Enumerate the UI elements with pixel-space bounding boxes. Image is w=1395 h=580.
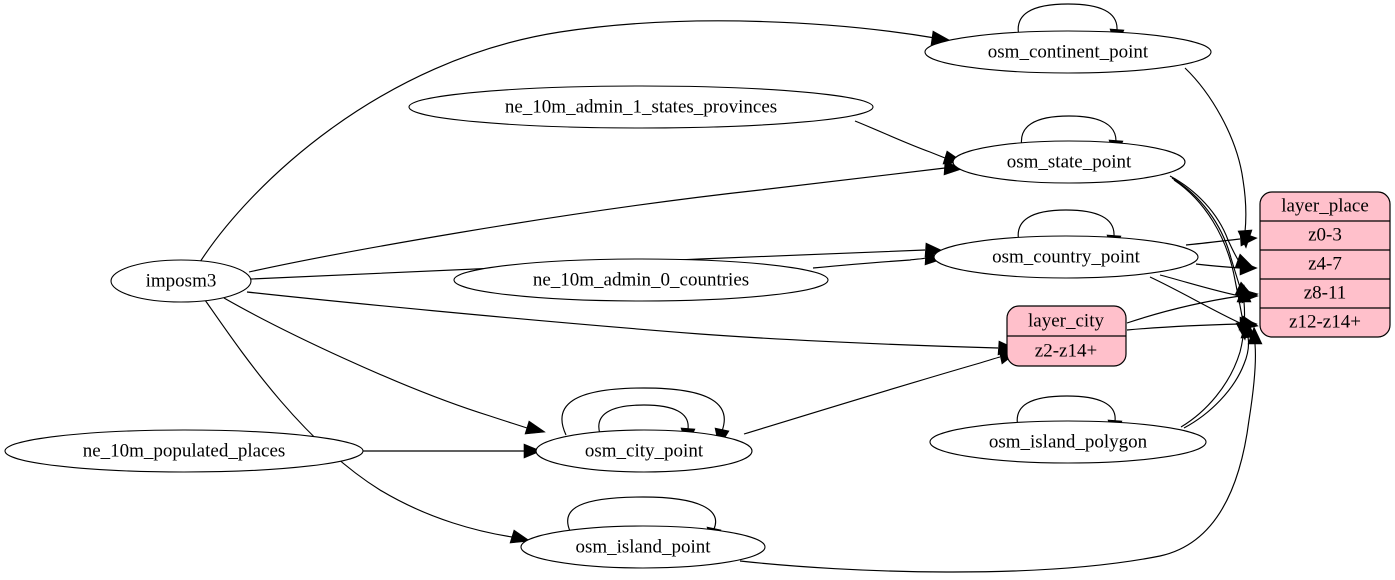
- edge-layer-city-to-layer-place-z12-z14: [1126, 323, 1241, 331]
- edge-osm-state-point-to-layer-place-z8-11: [1171, 177, 1243, 294]
- edge-osm-city-point-to-layer-city: [743, 356, 1001, 435]
- node-shape-ellipse[interactable]: [929, 420, 1207, 464]
- arrowhead: [509, 529, 531, 544]
- node-layer: imposm3 ne_10m_admin_1_states_provinces …: [4, 30, 1212, 569]
- node-osm-island-polygon[interactable]: osm_island_polygon: [929, 420, 1207, 464]
- arrowhead: [1247, 326, 1263, 345]
- arrowhead: [1239, 231, 1258, 247]
- self-loop-osm-country-point: [1017, 209, 1115, 243]
- edge-layer-city-to-layer-place-z8-11: [1126, 295, 1241, 324]
- edge-ne-states-to-osm-state-point: [854, 120, 946, 159]
- node-osm-country-point[interactable]: osm_country_point: [933, 235, 1199, 279]
- node-layer-city[interactable]: layer_city z2-z14+: [1006, 305, 1127, 367]
- edge-osm-country-point-to-layer-place-z0-3: [1185, 238, 1241, 246]
- node-shape-ellipse[interactable]: [952, 140, 1186, 184]
- self-loop-osm-city-point-inner: [598, 404, 689, 435]
- node-ne-10m-admin-1-states-provinces[interactable]: ne_10m_admin_1_states_provinces: [408, 85, 874, 129]
- edge-ne-countries-to-osm-country-point: [812, 257, 927, 269]
- layer-place-box[interactable]: [1259, 191, 1391, 338]
- node-shape-ellipse[interactable]: [520, 525, 766, 569]
- node-layer-place[interactable]: layer_place z0-3 z4-7 z8-11 z12-z14+: [1259, 191, 1391, 338]
- edge-imposm3-to-osm-continent-point: [199, 20, 936, 263]
- self-loop-osm-island-polygon: [1016, 395, 1116, 428]
- node-shape-ellipse[interactable]: [453, 258, 829, 302]
- edge-osm-country-point-to-layer-place-z8-11: [1159, 274, 1241, 297]
- node-osm-city-point[interactable]: osm_city_point: [535, 429, 753, 473]
- node-ne-10m-populated-places[interactable]: ne_10m_populated_places: [4, 429, 364, 473]
- edge-osm-island-polygon-to-layer-place-z8-11: [1180, 301, 1246, 428]
- edge-imposm3-to-layer-city: [246, 291, 999, 349]
- node-ne-10m-admin-0-countries[interactable]: ne_10m_admin_0_countries: [453, 258, 829, 302]
- node-shape-ellipse[interactable]: [110, 259, 252, 303]
- node-imposm3[interactable]: imposm3: [110, 259, 252, 303]
- node-shape-ellipse[interactable]: [4, 429, 364, 473]
- self-loop-osm-state-point: [1020, 115, 1117, 148]
- edge-osm-island-polygon-to-layer-place-z12-z14: [1183, 336, 1250, 429]
- record-node-layer: layer_city z2-z14+ layer_place z0-3 z4-7…: [1006, 191, 1391, 367]
- arrowhead: [524, 420, 546, 435]
- node-osm-island-point[interactable]: osm_island_point: [520, 525, 766, 569]
- edge-osm-country-point-to-layer-place-z12-z14: [1149, 276, 1241, 324]
- node-shape-ellipse[interactable]: [408, 85, 874, 129]
- node-shape-ellipse[interactable]: [924, 30, 1212, 74]
- self-loop-osm-island-point: [567, 496, 717, 532]
- self-loop-osm-continent-point: [1017, 3, 1118, 37]
- edge-imposm3-to-osm-city-point: [223, 297, 528, 429]
- edge-osm-island-point-to-layer-place-z12-z14: [739, 343, 1257, 573]
- node-osm-state-point[interactable]: osm_state_point: [952, 140, 1186, 184]
- node-shape-ellipse[interactable]: [535, 429, 753, 473]
- edge-osm-continent-point-to-layer-place-z0-3: [1184, 67, 1247, 233]
- arrowhead: [1239, 260, 1258, 276]
- edge-osm-country-point-to-layer-place-z4-7: [1195, 263, 1241, 269]
- node-osm-continent-point[interactable]: osm_continent_point: [924, 30, 1212, 74]
- self-loop-osm-city-point-outer: [561, 387, 725, 436]
- edge-imposm3-to-osm-state-point: [248, 167, 946, 273]
- edge-osm-state-point-to-layer-place-z12-z14: [1173, 179, 1244, 323]
- arrowhead: [523, 443, 542, 459]
- node-shape-ellipse[interactable]: [933, 235, 1199, 279]
- arrowhead: [1236, 284, 1252, 303]
- edge-imposm3-to-osm-island-point: [204, 299, 513, 538]
